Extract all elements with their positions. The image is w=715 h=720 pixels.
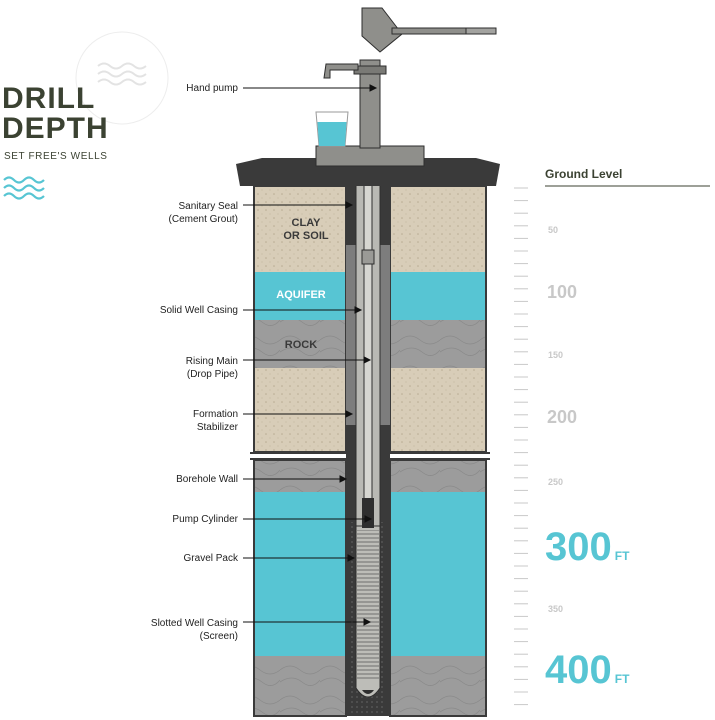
ground-level-label: Ground Level xyxy=(545,167,623,181)
hand-pump xyxy=(323,7,497,149)
label-solid-well-casing: Solid Well Casing xyxy=(159,305,238,316)
depth-250: 250 xyxy=(548,477,564,487)
waves-icon xyxy=(3,176,45,200)
label-borehole-wall: Borehole Wall xyxy=(176,474,238,485)
strata-right xyxy=(389,185,487,717)
label-gravel-pack: Gravel Pack xyxy=(183,553,238,564)
depth-350: 350 xyxy=(548,604,564,614)
label-rising-main: Rising Main(Drop Pipe) xyxy=(185,356,238,380)
water-glass-icon xyxy=(315,111,349,147)
title-line2: DEPTH xyxy=(2,112,109,145)
surface-slab xyxy=(236,145,500,186)
title-line1: DRILL xyxy=(2,82,96,115)
depth-scale xyxy=(514,185,710,706)
label-slotted-well-casing: Slotted Well Casing(Screen) xyxy=(150,618,238,642)
depth-50: 50 xyxy=(548,225,559,235)
rising-main-pipe xyxy=(361,165,375,528)
depth-150: 150 xyxy=(548,350,564,360)
layer-rock-label: ROCK xyxy=(284,339,318,351)
label-pump-cylinder: Pump Cylinder xyxy=(172,514,238,525)
depth-200: 200 xyxy=(547,407,578,427)
depth-100: 100 xyxy=(547,282,578,302)
seal-logo xyxy=(75,31,169,125)
layer-aquifer-label: AQUIFER xyxy=(276,289,326,301)
label-sanitary-seal: Sanitary Seal(Cement Grout) xyxy=(168,201,238,225)
label-hand-pump: Hand pump xyxy=(186,83,238,94)
subtitle: SET FREE'S WELLS xyxy=(4,151,108,162)
label-arrows xyxy=(243,84,378,626)
strata-left xyxy=(253,185,347,717)
